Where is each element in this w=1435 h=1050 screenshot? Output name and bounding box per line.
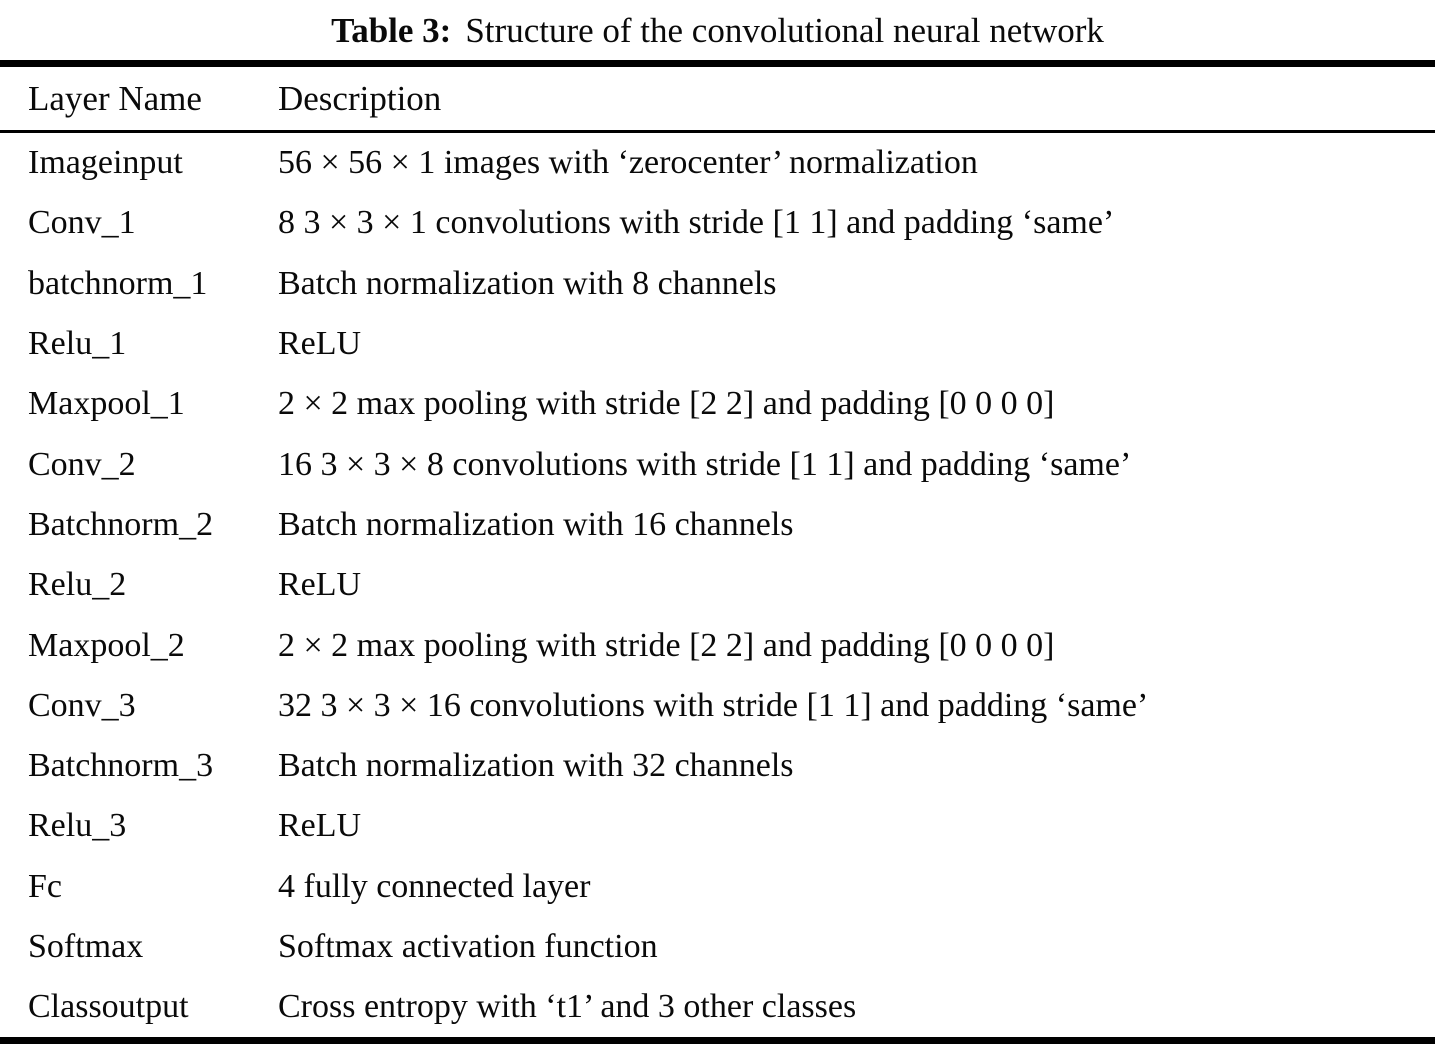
layer-name-cell: Relu_3: [28, 807, 127, 845]
table-row: Relu_3 ReLU: [0, 796, 1435, 856]
description-cell: Batch normalization with 16 channels: [278, 505, 794, 543]
description-cell: Batch normalization with 8 channels: [278, 264, 777, 302]
table-row: Softmax Softmax activation function: [0, 917, 1435, 977]
table-row: Conv_3 32 3 × 3 × 16 convolutions with s…: [0, 676, 1435, 736]
description-cell: ReLU: [278, 807, 362, 845]
layer-name-cell: Batchnorm_2: [28, 505, 214, 543]
table-header-rule: [0, 130, 1435, 133]
description-cell: 2 × 2 max pooling with stride [2 2] and …: [278, 385, 1055, 423]
description-cell: Cross entropy with ‘t1’ and 3 other clas…: [278, 988, 857, 1026]
layer-name-cell: batchnorm_1: [28, 264, 208, 302]
layer-name-cell: Conv_3: [28, 686, 136, 724]
table-row: Fc 4 fully connected layer: [0, 857, 1435, 917]
table-row: Classoutput Cross entropy with ‘t1’ and …: [0, 977, 1435, 1037]
table-bottom-rule: [0, 1037, 1435, 1045]
description-cell: Batch normalization with 32 channels: [278, 747, 794, 785]
description-cell: 8 3 × 3 × 1 convolutions with stride [1 …: [278, 204, 1115, 242]
description-cell: ReLU: [278, 566, 362, 604]
table-top-rule: [0, 60, 1435, 67]
table-row: Maxpool_1 2 × 2 max pooling with stride …: [0, 374, 1435, 434]
layer-name-cell: Batchnorm_3: [28, 747, 214, 785]
table-caption-text: Structure of the convolutional neural ne…: [465, 11, 1104, 50]
layer-name-cell: Classoutput: [28, 988, 189, 1026]
layer-name-cell: Conv_2: [28, 445, 136, 483]
table-row: batchnorm_1 Batch normalization with 8 c…: [0, 254, 1435, 314]
table-row: Imageinput 56 × 56 × 1 images with ‘zero…: [0, 133, 1435, 193]
table-row: Relu_1 ReLU: [0, 314, 1435, 374]
table-caption: Table 3: Structure of the convolutional …: [0, 0, 1435, 60]
table-body: Imageinput 56 × 56 × 1 images with ‘zero…: [0, 133, 1435, 1037]
description-cell: Softmax activation function: [278, 928, 658, 965]
table-row: Maxpool_2 2 × 2 max pooling with stride …: [0, 615, 1435, 675]
table-row: Conv_2 16 3 × 3 × 8 convolutions with st…: [0, 434, 1435, 494]
description-cell: 16 3 × 3 × 8 convolutions with stride [1…: [278, 445, 1132, 483]
description-cell: 4 fully connected layer: [278, 867, 591, 905]
table-row: Batchnorm_2 Batch normalization with 16 …: [0, 495, 1435, 555]
layer-name-cell: Conv_1: [28, 204, 136, 242]
table-row: Conv_1 8 3 × 3 × 1 convolutions with str…: [0, 193, 1435, 253]
layer-name-cell: Relu_1: [28, 325, 127, 363]
description-cell: 56 × 56 × 1 images with ‘zerocenter’ nor…: [278, 144, 978, 182]
table-caption-label: Table 3:: [331, 11, 452, 50]
layer-name-cell: Maxpool_1: [28, 385, 185, 423]
table-header-row: Layer Name Description: [0, 67, 1435, 130]
layer-name-cell: Softmax: [28, 928, 144, 965]
column-header-description: Description: [278, 78, 442, 118]
column-header-layer-name: Layer Name: [28, 78, 202, 118]
table-row: Batchnorm_3 Batch normalization with 32 …: [0, 736, 1435, 796]
layer-name-cell: Imageinput: [28, 144, 183, 182]
description-cell: 2 × 2 max pooling with stride [2 2] and …: [278, 626, 1055, 664]
table-row: Relu_2 ReLU: [0, 555, 1435, 615]
layer-name-cell: Fc: [28, 867, 62, 905]
description-cell: ReLU: [278, 325, 362, 363]
description-cell: 32 3 × 3 × 16 convolutions with stride […: [278, 686, 1149, 724]
layer-name-cell: Relu_2: [28, 566, 127, 604]
layer-name-cell: Maxpool_2: [28, 626, 185, 664]
